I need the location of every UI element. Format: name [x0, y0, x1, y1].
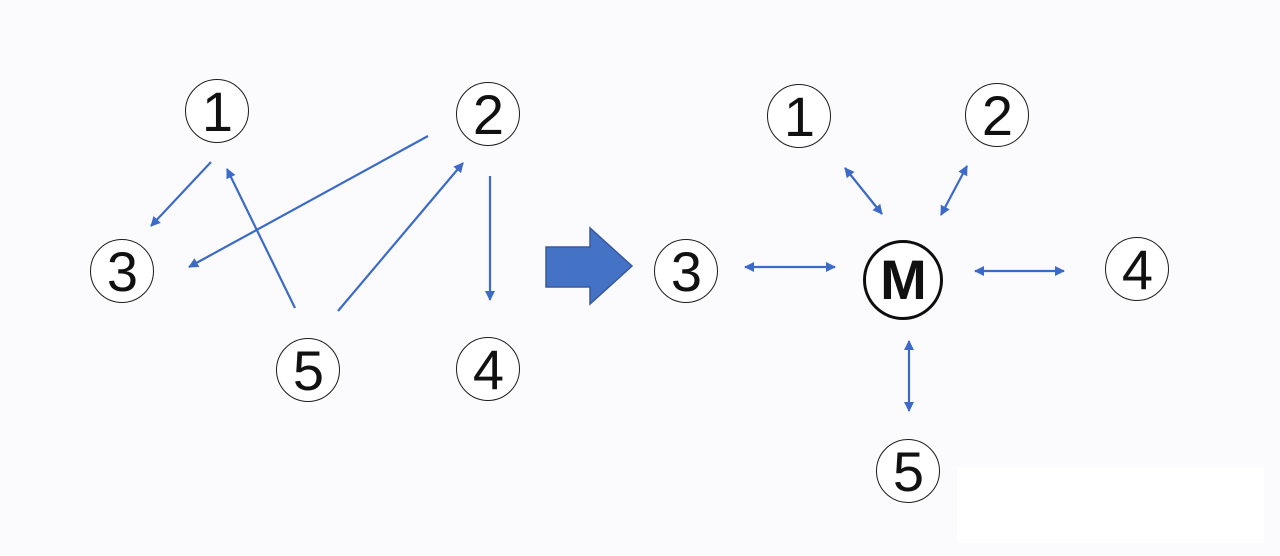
- arrow-5-to-1: [226, 168, 296, 309]
- right-node-3: 3: [654, 239, 718, 303]
- arrow-5-to-2: [337, 162, 464, 312]
- right-node-2: 2: [965, 83, 1029, 147]
- arrow-2-to-3: [188, 135, 429, 268]
- left-node-5: 5: [276, 338, 340, 402]
- arrow-m-to-1: [844, 167, 883, 215]
- right-node-5-label: 5: [892, 440, 924, 503]
- arrow-m-to-2: [940, 165, 968, 216]
- left-node-3: 3: [90, 239, 154, 303]
- left-node-4: 4: [456, 337, 520, 401]
- left-node-3-label: 3: [106, 240, 138, 303]
- right-node-3-label: 3: [670, 240, 702, 303]
- right-node-2-label: 2: [981, 84, 1013, 147]
- left-node-1: 1: [185, 79, 249, 143]
- left-node-2: 2: [456, 82, 520, 146]
- left-node-2-label: 2: [472, 83, 504, 146]
- right-node-1-label: 1: [783, 85, 815, 148]
- left-node-1-label: 1: [201, 80, 233, 143]
- right-node-1: 1: [767, 84, 831, 148]
- left-node-5-label: 5: [292, 339, 324, 402]
- left-node-4-label: 4: [472, 338, 504, 401]
- bottom-right-white-patch: [957, 467, 1264, 543]
- arrow-1-to-3: [150, 161, 212, 227]
- right-node-4: 4: [1105, 237, 1169, 301]
- right-block-arrow-icon: [545, 226, 634, 306]
- right-node-5: 5: [876, 439, 940, 503]
- right-node-4-label: 4: [1121, 238, 1153, 301]
- mediator-node-label: M: [880, 248, 927, 311]
- mediator-node: M: [863, 240, 943, 320]
